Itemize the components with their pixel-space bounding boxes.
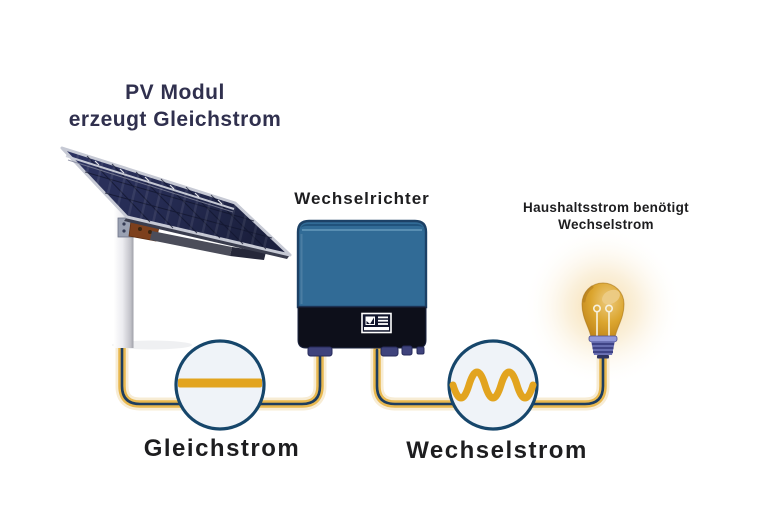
solar-panel-illustration xyxy=(60,146,292,348)
light-bulb-icon xyxy=(581,282,625,359)
bulb-screw-base xyxy=(588,335,618,359)
inverter-body xyxy=(296,219,428,309)
dc-symbol-icon xyxy=(174,339,266,431)
household-note-line1: Haushaltsstrom benötigt xyxy=(523,200,689,215)
panel-support-arm xyxy=(150,231,232,256)
panel-pole xyxy=(113,205,134,348)
ac-symbol-icon xyxy=(447,339,539,431)
inverter-label: Wechselrichter xyxy=(294,189,430,208)
inverter-connectors xyxy=(307,345,425,357)
inverter-label-icon xyxy=(361,312,392,334)
household-note-line2: Wechselstrom xyxy=(558,217,654,232)
pv-module-title-line1: PV Modul xyxy=(125,81,225,104)
panel-support-tip xyxy=(230,247,266,260)
dc-current-label: Gleichstrom xyxy=(143,435,301,462)
pv-module-title: PV Modul erzeugt Gleichstrom xyxy=(20,79,330,133)
household-note: Haushaltsstrom benötigt Wechselstrom xyxy=(496,199,716,233)
ac-current-label: Wechselstrom xyxy=(406,437,588,464)
panel-face xyxy=(60,146,292,257)
inverter-illustration xyxy=(296,219,428,357)
bulb-filament xyxy=(592,304,613,337)
pv-module-title-line2: erzeugt Gleichstrom xyxy=(68,108,282,131)
